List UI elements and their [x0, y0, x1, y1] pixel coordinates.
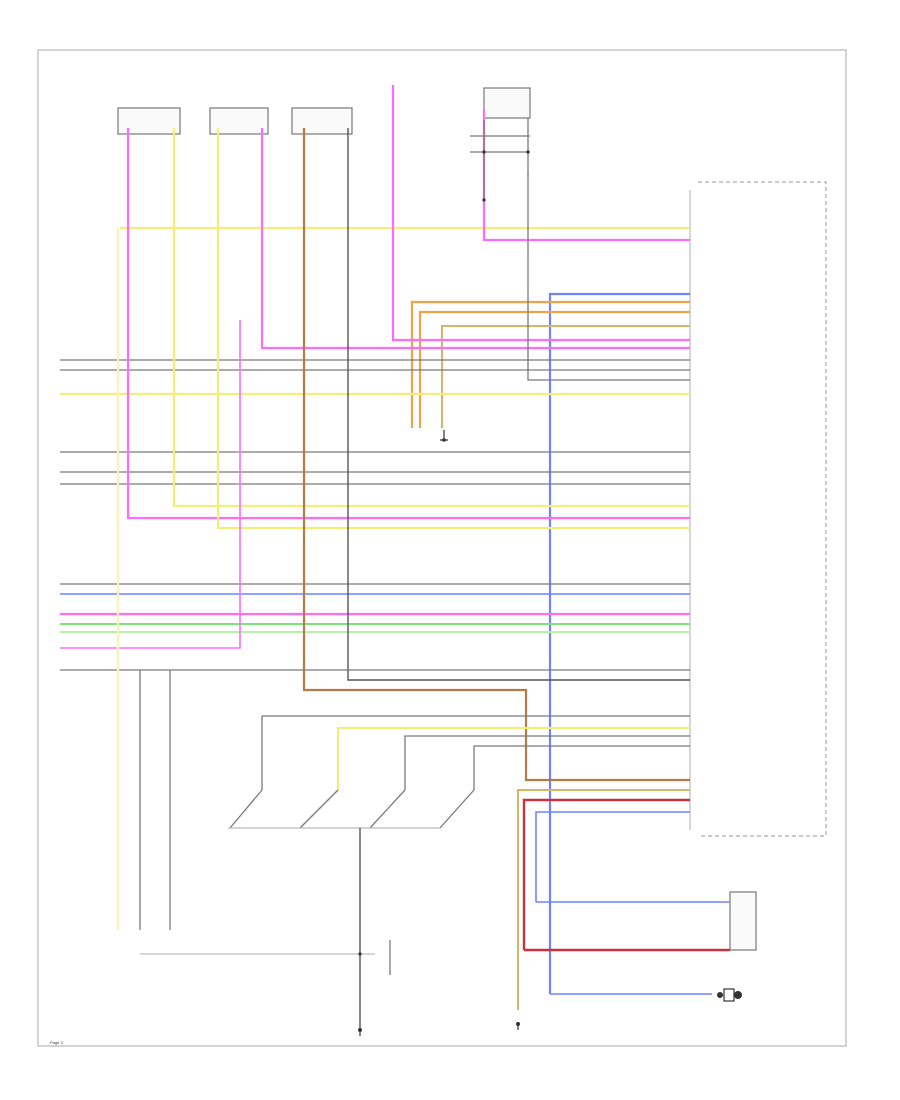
page-label: Page 3 — [50, 1040, 63, 1045]
fuel-sender-wiring — [470, 118, 530, 200]
switch-group — [228, 716, 475, 1030]
module-wires — [60, 85, 730, 1010]
control-module-outline — [698, 181, 827, 837]
top-sensor-boxes — [117, 87, 531, 135]
knock-sensor-symbol — [717, 992, 723, 998]
lower-right-component — [729, 891, 757, 951]
diagram-frame — [37, 49, 847, 1047]
splice-dots — [358, 150, 530, 956]
ground-symbols — [358, 430, 520, 1036]
knock-sensor-body — [723, 988, 735, 1002]
knock-sensor-symbol-2 — [734, 991, 742, 999]
